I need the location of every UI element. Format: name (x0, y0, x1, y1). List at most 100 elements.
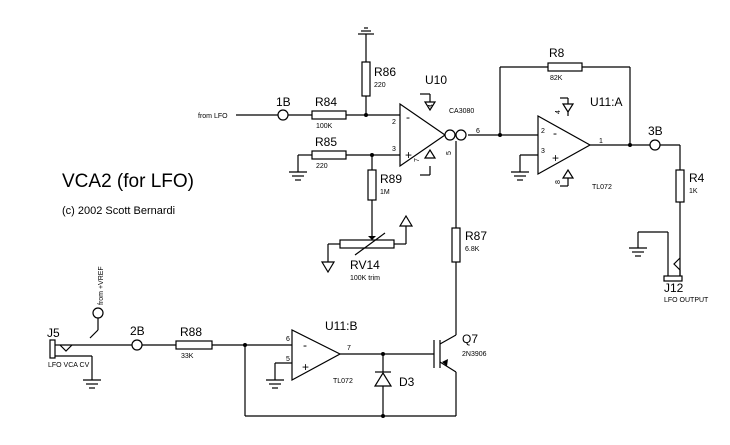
r86-value: 220 (374, 82, 386, 89)
opamp-u11a (537, 114, 592, 176)
opamp-u11b (291, 329, 342, 382)
u11b-minus-sign: - (303, 338, 307, 352)
junction-d3-top (381, 352, 385, 356)
junction-u11b-input (243, 343, 247, 347)
r89-ref: R89 (380, 172, 402, 186)
negative-supply-arrow (320, 261, 336, 274)
r85-value: 220 (316, 163, 328, 170)
rv14-ref: RV14 (350, 258, 380, 272)
junction-feedback-in (498, 133, 502, 137)
u11a-pin-4: 4 (555, 110, 562, 114)
net-label-from-lfo: from LFO (198, 113, 228, 120)
r89-value: 1M (380, 189, 390, 196)
u10-ref: U10 (425, 73, 447, 87)
node-2b-terminal (131, 339, 143, 351)
u10-output-ring-1 (444, 129, 456, 141)
node-2b-label: 2B (130, 324, 145, 338)
trimmer-rv14 (339, 239, 395, 249)
diode-d3 (373, 371, 393, 387)
u11b-plus-sign: + (302, 360, 309, 374)
jack-j5 (49, 339, 93, 360)
junction-r89 (370, 153, 374, 157)
q7-part: 2N3906 (462, 351, 487, 358)
junction-feedback-out (628, 143, 632, 147)
j12-ref: J12 (664, 281, 684, 295)
u10-output-ring-2 (455, 129, 467, 141)
ota-u10 (399, 102, 447, 168)
rv14-wiper-arrow (368, 236, 376, 240)
u11a-pin-2: 2 (541, 128, 545, 135)
jack-j12 (660, 231, 683, 282)
ground-symbol (629, 247, 647, 257)
u11a-pos-supply-arrow (561, 168, 575, 179)
junctions (243, 113, 632, 418)
r88-value: 33K (181, 353, 194, 360)
u10-pin-4: 4 (428, 104, 435, 108)
resistor-r84 (311, 110, 347, 120)
u11a-neg-supply-arrow (561, 103, 575, 114)
ground-symbol (83, 379, 101, 389)
r4-ref: R4 (689, 171, 705, 185)
u10-pin-6: 6 (476, 128, 480, 135)
node-1b-terminal (277, 109, 289, 121)
d3-ref: D3 (399, 375, 415, 389)
u11b-part: TL072 (333, 378, 353, 385)
diagram-title: VCA2 (for LFO) (62, 171, 194, 192)
q7-ref: Q7 (462, 332, 478, 346)
r8-value: 82K (550, 75, 563, 82)
junction-d3-bottom (381, 414, 385, 418)
r87-ref: R87 (465, 229, 487, 243)
u11b-ref: U11:B (325, 319, 357, 333)
junction-r86 (364, 113, 368, 117)
r85-ref: R85 (315, 135, 337, 149)
resistor-r87 (451, 227, 461, 263)
r88-ref: R88 (180, 325, 202, 339)
r4-value: 1K (689, 188, 698, 195)
u10-part: CA3080 (449, 108, 474, 115)
node-3b-label: 3B (648, 124, 663, 138)
u10-pin-3: 3 (392, 146, 396, 153)
r84-ref: R84 (315, 95, 337, 109)
ground-symbol (511, 171, 529, 181)
u11a-part: TL072 (592, 184, 612, 191)
u11b-pin-7: 7 (347, 345, 351, 352)
transistor-q7 (433, 334, 457, 373)
j5-label: LFO VCA CV (48, 362, 90, 369)
u10-pin-5: 5 (446, 151, 453, 155)
vref-terminal (92, 307, 104, 319)
resistor-r4 (675, 169, 685, 203)
j5-ref: J5 (47, 326, 60, 340)
node-1b-label: 1B (276, 95, 291, 109)
resistor-r88 (175, 340, 213, 350)
u11b-pin-6: 6 (286, 336, 290, 343)
resistor-r85 (311, 150, 347, 160)
u10-pin-7: 7 (414, 158, 421, 162)
node-3b-terminal (649, 139, 661, 151)
resistor-r86 (361, 61, 371, 97)
resistor-r89 (367, 169, 377, 201)
r87-value: 6.8K (465, 246, 480, 253)
u10-minus-sign: - (406, 110, 410, 124)
j12-label: LFO OUTPUT (664, 297, 709, 304)
net-label-from-vref: from +VREF (98, 266, 105, 305)
u11a-pin-3: 3 (541, 148, 545, 155)
u10-pos-supply-arrow (423, 148, 437, 159)
u10-neg-supply-arrow (423, 101, 437, 112)
wires (60, 38, 681, 417)
u11a-pin-1: 1 (599, 138, 603, 145)
u11a-plus-sign: + (552, 151, 559, 165)
ground-symbol (289, 171, 307, 181)
r86-ref: R86 (374, 65, 396, 79)
r84-value: 100K (316, 123, 333, 130)
u11a-ref: U11:A (590, 95, 622, 109)
resistor-r8 (547, 62, 583, 72)
u11a-minus-sign: - (553, 126, 557, 140)
copyright-text: (c) 2002 Scott Bernardi (62, 205, 175, 217)
rv14-value: 100K trim (350, 275, 380, 282)
ground-symbol (266, 379, 284, 389)
u11b-pin-5: 5 (286, 356, 290, 363)
u10-plus-sign: + (405, 148, 412, 162)
ground-symbol (358, 27, 374, 38)
r8-ref: R8 (549, 46, 565, 60)
